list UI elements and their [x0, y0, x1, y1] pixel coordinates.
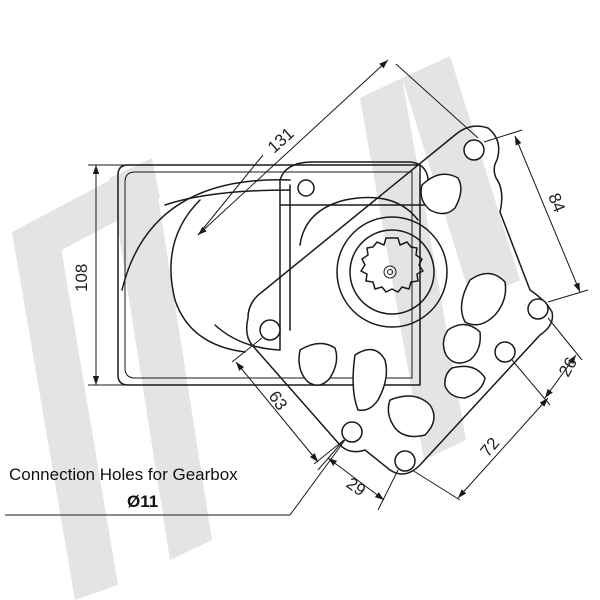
dim-72-label: 72 — [477, 434, 504, 461]
ear-mounting-hole — [297, 179, 315, 197]
dim-63-label: 63 — [265, 387, 291, 413]
bolt-hole-bottom-left — [341, 421, 363, 443]
watermark-logo — [12, 56, 520, 600]
bolt-hole-right — [527, 298, 549, 320]
dim-26-label: 26 — [555, 354, 581, 380]
bolt-hole-bottom — [394, 450, 416, 472]
hole-diameter-label: Ø11 — [127, 492, 159, 511]
gearbox-holes-caption: Connection Holes for Gearbox — [9, 465, 238, 484]
dim-29-label: 29 — [343, 474, 369, 500]
bolt-hole-top — [463, 139, 485, 161]
bolt-hole-right-inner — [494, 341, 516, 363]
dim-84-label: 84 — [544, 190, 569, 215]
dim-131-label: 131 — [264, 124, 298, 157]
dimension-lines — [5, 59, 589, 516]
bolt-hole-left — [259, 319, 281, 341]
dim-108-label: 108 — [72, 264, 91, 292]
